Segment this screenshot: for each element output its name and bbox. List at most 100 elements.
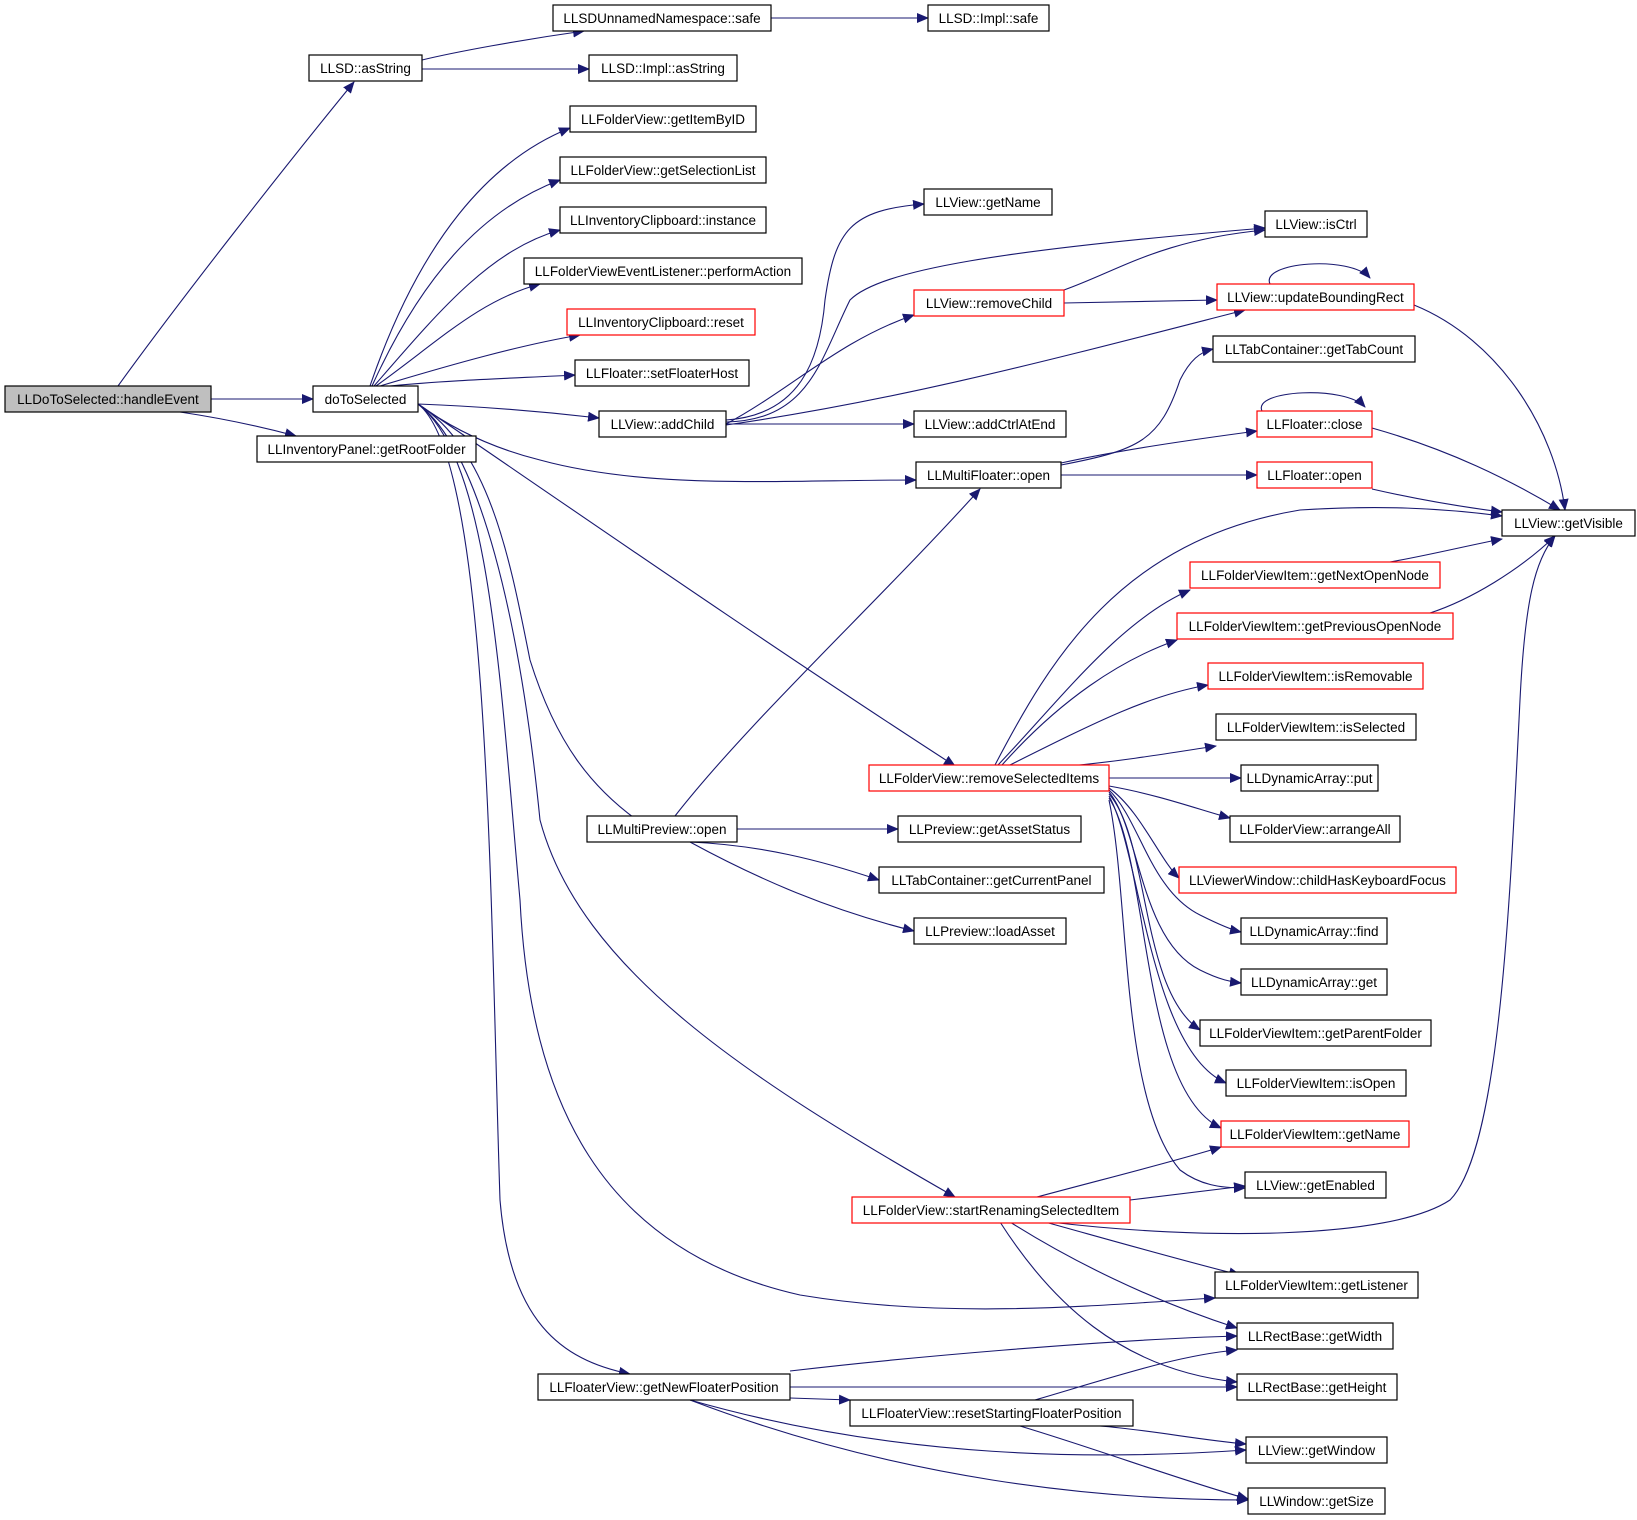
call-edge	[1036, 1145, 1222, 1198]
node-box	[1212, 335, 1416, 363]
node-handleEvent[interactable]: LLDoToSelected::handleEvent	[4, 385, 212, 413]
node-label: LLView::addCtrlAtEnd	[925, 417, 1056, 432]
call-edge	[417, 403, 956, 767]
node-label: LLInventoryPanel::getRootFolder	[267, 442, 466, 457]
node-getParentFolder[interactable]: LLFolderViewItem::getParentFolder	[1199, 1019, 1432, 1047]
node-box	[1264, 210, 1368, 238]
node-arrangeAll[interactable]: LLFolderView::arrangeAll	[1229, 815, 1401, 843]
call-edge	[1049, 535, 1556, 1235]
node-itemGetName[interactable]: LLFolderViewItem::getName	[1220, 1120, 1410, 1148]
node-getWidth[interactable]: LLRectBase::getWidth	[1236, 1322, 1394, 1350]
node-removeSelectedItems[interactable]: LLFolderView::removeSelectedItems	[868, 764, 1110, 792]
call-edge	[1429, 535, 1556, 614]
node-doToSelected[interactable]: doToSelected	[312, 385, 419, 413]
node-childHasKeyboardFocus[interactable]: LLViewerWindow::childHasKeyboardFocus	[1178, 866, 1457, 894]
node-getHeight[interactable]: LLRectBase::getHeight	[1236, 1373, 1398, 1401]
node-box	[1216, 283, 1415, 311]
call-edge	[1069, 742, 1217, 767]
call-edge	[1371, 427, 1561, 511]
node-box	[849, 1399, 1134, 1427]
node-box	[1501, 509, 1636, 537]
node-getVisible[interactable]: LLView::getVisible	[1501, 509, 1636, 537]
node-box	[1178, 866, 1457, 894]
node-label: LLView::addChild	[611, 417, 715, 432]
call-edge	[1371, 488, 1503, 516]
node-arrayFind[interactable]: LLDynamicArray::find	[1240, 917, 1388, 945]
call-edge	[1108, 793, 1201, 1031]
node-implSafe[interactable]: LLSD::Impl::safe	[927, 4, 1050, 32]
node-setFloaterHost[interactable]: LLFloater::setFloaterHost	[574, 359, 750, 387]
call-edge	[389, 370, 576, 387]
node-getItemByID[interactable]: LLFolderView::getItemByID	[569, 105, 757, 133]
node-box	[552, 4, 772, 32]
node-label: LLRectBase::getHeight	[1248, 1380, 1387, 1395]
node-getListener[interactable]: LLFolderViewItem::getListener	[1214, 1271, 1419, 1299]
node-multiPreviewOpen[interactable]: LLMultiPreview::open	[586, 815, 738, 843]
node-box	[927, 4, 1050, 32]
node-multiFloaterOpen[interactable]: LLMultiFloater::open	[915, 461, 1062, 489]
call-edge	[1063, 295, 1218, 306]
node-label: LLFolderViewEventListener::performAction	[535, 264, 791, 279]
node-box	[1256, 461, 1373, 489]
node-clipInstance[interactable]: LLInventoryClipboard::instance	[559, 206, 767, 234]
node-label: LLDynamicArray::put	[1246, 771, 1372, 786]
node-box	[1240, 764, 1379, 792]
node-addCtrlAtEnd[interactable]: LLView::addCtrlAtEnd	[913, 410, 1067, 438]
node-performAction[interactable]: LLFolderViewEventListener::performAction	[523, 257, 803, 285]
node-loadAsset[interactable]: LLPreview::loadAsset	[913, 917, 1067, 945]
node-implAsString[interactable]: LLSD::Impl::asString	[588, 54, 738, 82]
node-getSize[interactable]: LLWindow::getSize	[1247, 1487, 1386, 1515]
node-label: LLFolderView::getItemByID	[581, 112, 745, 127]
node-getSelectionList[interactable]: LLFolderView::getSelectionList	[559, 156, 767, 184]
node-label: LLFloaterView::resetStartingFloaterPosit…	[861, 1406, 1121, 1421]
node-getRootFolder[interactable]: LLInventoryPanel::getRootFolder	[256, 435, 477, 463]
node-getWindow[interactable]: LLView::getWindow	[1245, 1436, 1388, 1464]
node-box	[1229, 815, 1401, 843]
node-asString[interactable]: LLSD::asString	[308, 54, 423, 82]
node-isRemovable[interactable]: LLFolderViewItem::isRemovable	[1207, 662, 1424, 690]
call-edge	[371, 179, 561, 387]
node-label: LLFolderViewItem::isRemovable	[1218, 669, 1412, 684]
node-updateBoundingRect[interactable]: LLView::updateBoundingRect	[1216, 283, 1415, 311]
node-isOpen[interactable]: LLFolderViewItem::isOpen	[1225, 1069, 1407, 1097]
call-edge	[1063, 226, 1266, 291]
node-addChild[interactable]: LLView::addChild	[598, 410, 727, 438]
node-getNewFloaterPosition[interactable]: LLFloaterView::getNewFloaterPosition	[537, 1373, 791, 1401]
call-edge	[1019, 1425, 1249, 1501]
node-box	[1189, 561, 1441, 589]
node-label: LLFolderViewItem::getNextOpenNode	[1201, 568, 1429, 583]
node-getName[interactable]: LLView::getName	[923, 188, 1053, 216]
node-box	[923, 188, 1053, 216]
call-edge	[117, 81, 355, 387]
call-edge	[1108, 789, 1242, 935]
node-startRenaming[interactable]: LLFolderView::startRenamingSelectedItem	[851, 1196, 1131, 1224]
node-unnamedSafe[interactable]: LLSDUnnamedNamespace::safe	[552, 4, 772, 32]
node-getEnabled[interactable]: LLView::getEnabled	[1244, 1171, 1387, 1199]
call-edge	[1001, 638, 1178, 766]
node-getAssetStatus[interactable]: LLPreview::getAssetStatus	[897, 815, 1082, 843]
call-edge	[417, 403, 1216, 1310]
node-box	[913, 410, 1067, 438]
node-isSelected[interactable]: LLFolderViewItem::isSelected	[1215, 713, 1417, 741]
node-arrayGet[interactable]: LLDynamicArray::get	[1240, 968, 1388, 996]
node-getTabCount[interactable]: LLTabContainer::getTabCount	[1212, 335, 1416, 363]
node-arrayPut[interactable]: LLDynamicArray::put	[1240, 764, 1379, 792]
node-label: LLView::getWindow	[1258, 1443, 1376, 1458]
node-box	[586, 815, 738, 843]
node-floaterClose[interactable]: LLFloater::close	[1256, 410, 1373, 438]
node-clipReset[interactable]: LLInventoryClipboard::reset	[566, 308, 756, 336]
node-box	[588, 54, 738, 82]
node-getCurrentPanel[interactable]: LLTabContainer::getCurrentPanel	[878, 866, 1105, 894]
node-getNextOpenNode[interactable]: LLFolderViewItem::getNextOpenNode	[1189, 561, 1441, 589]
node-removeChild[interactable]: LLView::removeChild	[913, 289, 1065, 317]
call-edge	[789, 1331, 1238, 1372]
node-getPreviousOpenNode[interactable]: LLFolderViewItem::getPreviousOpenNode	[1176, 612, 1454, 640]
node-box	[915, 461, 1062, 489]
call-edge	[417, 403, 917, 486]
node-isCtrl[interactable]: LLView::isCtrl	[1264, 210, 1368, 238]
node-resetStartingFloaterPosition[interactable]: LLFloaterView::resetStartingFloaterPosit…	[849, 1399, 1134, 1427]
node-label: LLSD::asString	[320, 61, 411, 76]
node-box	[308, 54, 423, 82]
call-edge	[417, 403, 631, 1377]
node-floaterOpen[interactable]: LLFloater::open	[1256, 461, 1373, 489]
